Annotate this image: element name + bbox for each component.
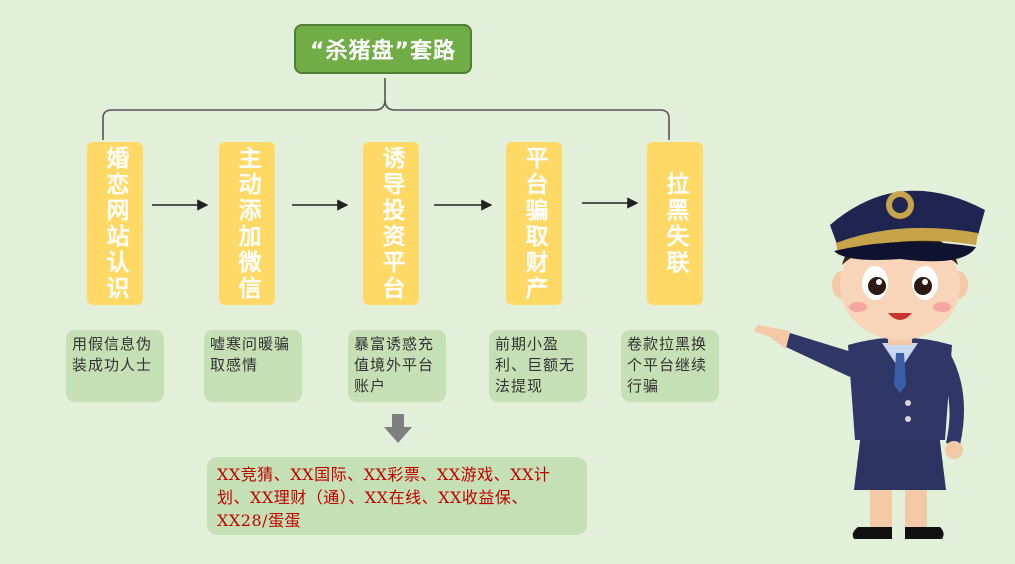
diagram-title: “杀猪盘”套路 bbox=[294, 24, 472, 74]
step-1-box: 婚恋网站认识 bbox=[87, 142, 143, 305]
step-2-desc: 嘘寒问暖骗取感情 bbox=[204, 330, 302, 402]
step-3-desc: 暴富诱惑充值境外平台账户 bbox=[348, 330, 446, 402]
step-1-desc: 用假信息伪装成功人士 bbox=[66, 330, 164, 402]
step-2-box: 主动添加微信 bbox=[219, 142, 275, 305]
step-5-desc: 卷款拉黑换个平台继续行骗 bbox=[621, 330, 719, 402]
police-officer-illustration bbox=[754, 190, 985, 539]
step-3-box: 诱导投资平台 bbox=[363, 142, 419, 305]
down-arrow-icon bbox=[384, 414, 412, 443]
platform-names-box: XX竞猜、XX国际、XX彩票、XX游戏、XX计划、XX理财（通）、XX在线、XX… bbox=[207, 457, 587, 535]
step-4-desc: 前期小盈利、巨额无法提现 bbox=[489, 330, 587, 402]
brace-connector bbox=[102, 78, 670, 140]
step-5-box: 拉黑失联 bbox=[647, 142, 703, 305]
step-4-box: 平台骗取财产 bbox=[506, 142, 562, 305]
